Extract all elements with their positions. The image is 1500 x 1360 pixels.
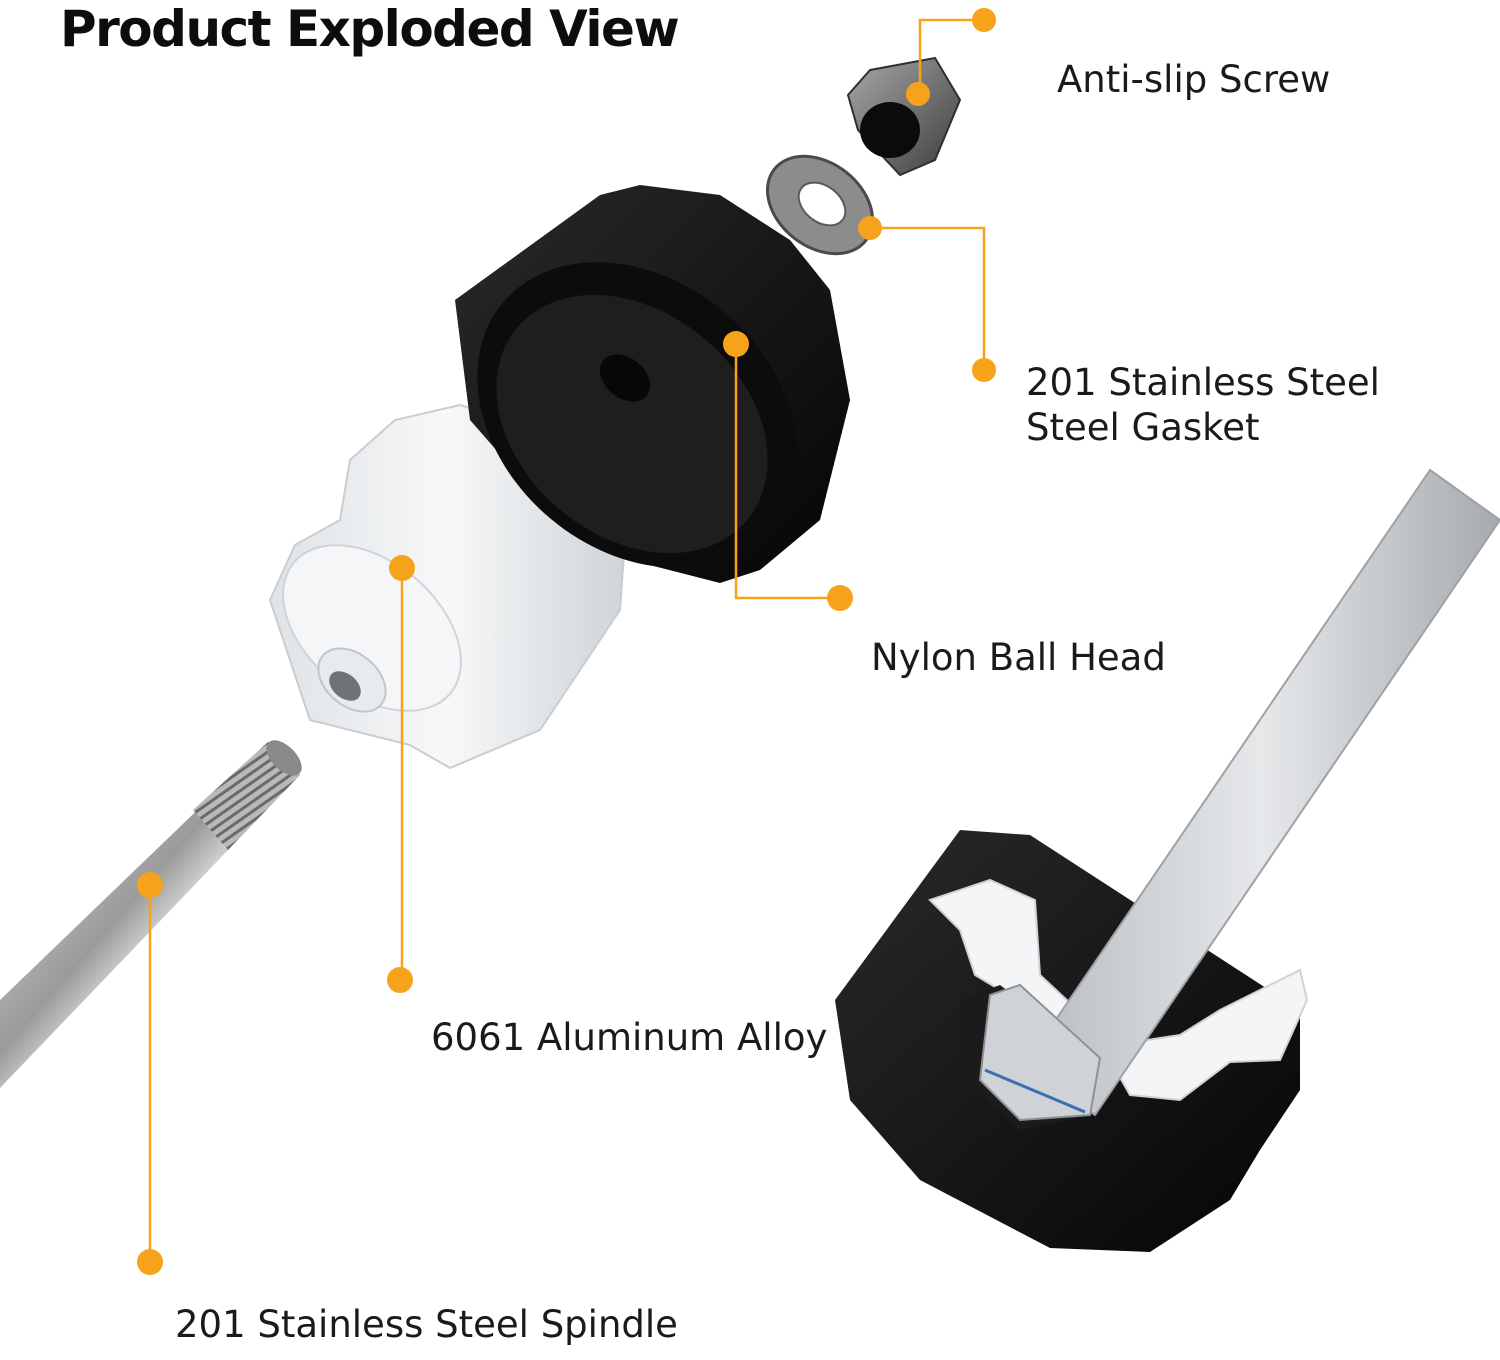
anti-slip-nut — [846, 56, 962, 177]
cutaway-assembly — [835, 468, 1500, 1252]
leader-line-nylon — [734, 344, 840, 600]
dot-gasket-end — [972, 358, 996, 382]
callout-anti-slip-screw: Anti-slip Screw — [1057, 58, 1331, 101]
dot-spindle-part — [137, 872, 163, 898]
dot-nylon-end — [827, 585, 853, 611]
steel-gasket — [765, 154, 875, 256]
leader-line-screw — [918, 18, 984, 95]
callout-gasket-line-2: Steel Gasket — [1026, 406, 1260, 449]
spindle-rod — [0, 740, 302, 1088]
dot-screw-end — [972, 8, 996, 32]
leader-dots — [137, 8, 996, 1275]
nylon-cap — [455, 185, 850, 583]
dot-aluminum-part — [389, 555, 415, 581]
callout-gasket-line-1: 201 Stainless Steel — [1026, 361, 1380, 404]
leader-lines — [148, 18, 986, 1262]
callout-aluminum-alloy: 6061 Aluminum Alloy — [431, 1016, 828, 1059]
dot-nylon-part — [723, 331, 749, 357]
dot-spindle-end — [137, 1249, 163, 1275]
callout-nylon-ball-head: Nylon Ball Head — [871, 636, 1166, 679]
page-title: Product Exploded View — [60, 0, 680, 58]
leader-line-gasket — [870, 226, 986, 370]
dot-gasket-part — [858, 216, 882, 240]
dot-screw-part — [906, 82, 930, 106]
callout-spindle: 201 Stainless Steel Spindle — [175, 1303, 678, 1346]
dot-aluminum-end — [387, 967, 413, 993]
